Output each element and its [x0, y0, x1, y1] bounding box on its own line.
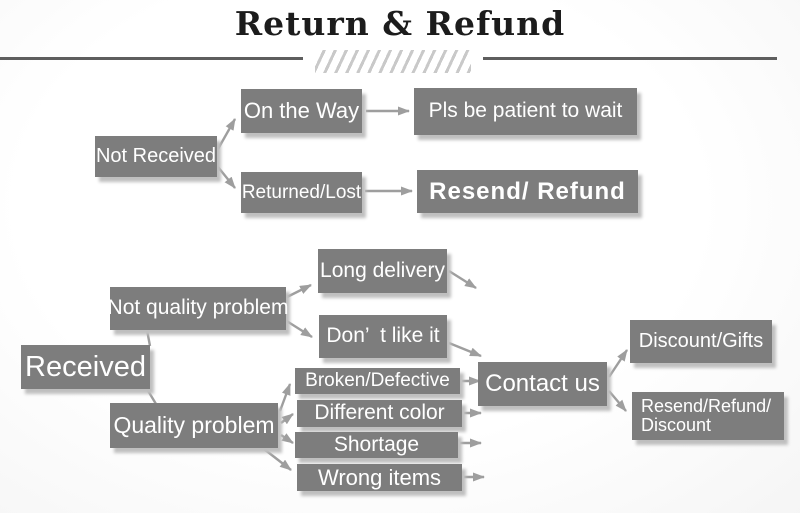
line-notquality-received: [145, 329, 152, 347]
node-label: Contact us: [485, 370, 600, 398]
arrow-notquality-dontlike: [284, 318, 313, 339]
arrow-quality-wrongitems: [263, 448, 292, 471]
arrow-quality-shortage: [280, 433, 294, 444]
node-long-delivery: Long delivery: [318, 249, 447, 293]
arrow-notreceived-returnedlost: [217, 166, 236, 189]
arrow-contactus-discountgifts: [608, 349, 628, 378]
node-label: Returned/Lost: [241, 181, 362, 203]
node-label: Broken/Defective: [305, 370, 450, 392]
node-resend-refund: Resend/ Refund: [417, 170, 638, 213]
node-label: Pls be patient to wait: [428, 99, 623, 123]
node-label: Not Received: [95, 145, 217, 167]
node-returned-lost: Returned/Lost: [241, 172, 362, 213]
node-label-line2: Discount: [641, 415, 712, 435]
arrow-quality-broken: [278, 383, 292, 412]
divider-rule-left: [0, 57, 303, 60]
node-label: Not quality problem: [107, 296, 289, 320]
line-received-quality: [145, 388, 158, 405]
node-label: Different color: [314, 401, 445, 425]
node-on-the-way: On the Way: [241, 89, 362, 133]
arrow-dontlike-out: [448, 341, 482, 358]
node-broken-defective: Broken/Defective: [295, 368, 460, 394]
arrow-contactus-resenddiscount: [608, 390, 627, 412]
node-wrong-items: Wrong items: [297, 464, 462, 491]
node-contact-us: Contact us: [478, 362, 607, 406]
arrow-quality-diffcolor: [280, 413, 294, 425]
node-label: On the Way: [243, 98, 360, 124]
node-label: Resend/ Refund: [429, 177, 626, 205]
node-resend-refund-discount: Resend/Refund/ Discount: [632, 392, 784, 440]
node-label: Received: [25, 350, 146, 383]
node-shortage: Shortage: [295, 432, 458, 458]
node-label: Wrong items: [317, 464, 442, 490]
hatch-stripes-decoration: [315, 50, 471, 73]
arrow-notquality-longdelivery: [284, 283, 312, 300]
divider-rule-right: [483, 57, 777, 60]
node-not-quality-problem: Not quality problem: [107, 287, 289, 330]
node-received: Received: [21, 345, 150, 389]
node-not-received: Not Received: [95, 136, 217, 177]
node-label: Discount/Gifts: [638, 330, 764, 352]
node-label: Quality problem: [113, 412, 275, 439]
arrow-notreceived-ontheway: [216, 118, 237, 150]
node-label: Shortage: [333, 432, 420, 456]
node-different-color: Different color: [297, 400, 462, 427]
node-label: Don’ t like it: [326, 324, 440, 348]
node-label: Long delivery: [320, 258, 445, 282]
node-pls-be-patient: Pls be patient to wait: [414, 88, 637, 135]
arrow-longdelivery-out: [448, 269, 477, 290]
node-dont-like-it: Don’ t like it: [319, 315, 447, 358]
node-quality-problem: Quality problem: [110, 403, 278, 448]
node-label-line1: Resend/Refund/: [641, 396, 772, 417]
page-title: Return & Refund: [234, 4, 566, 43]
node-discount-gifts: Discount/Gifts: [630, 320, 772, 363]
